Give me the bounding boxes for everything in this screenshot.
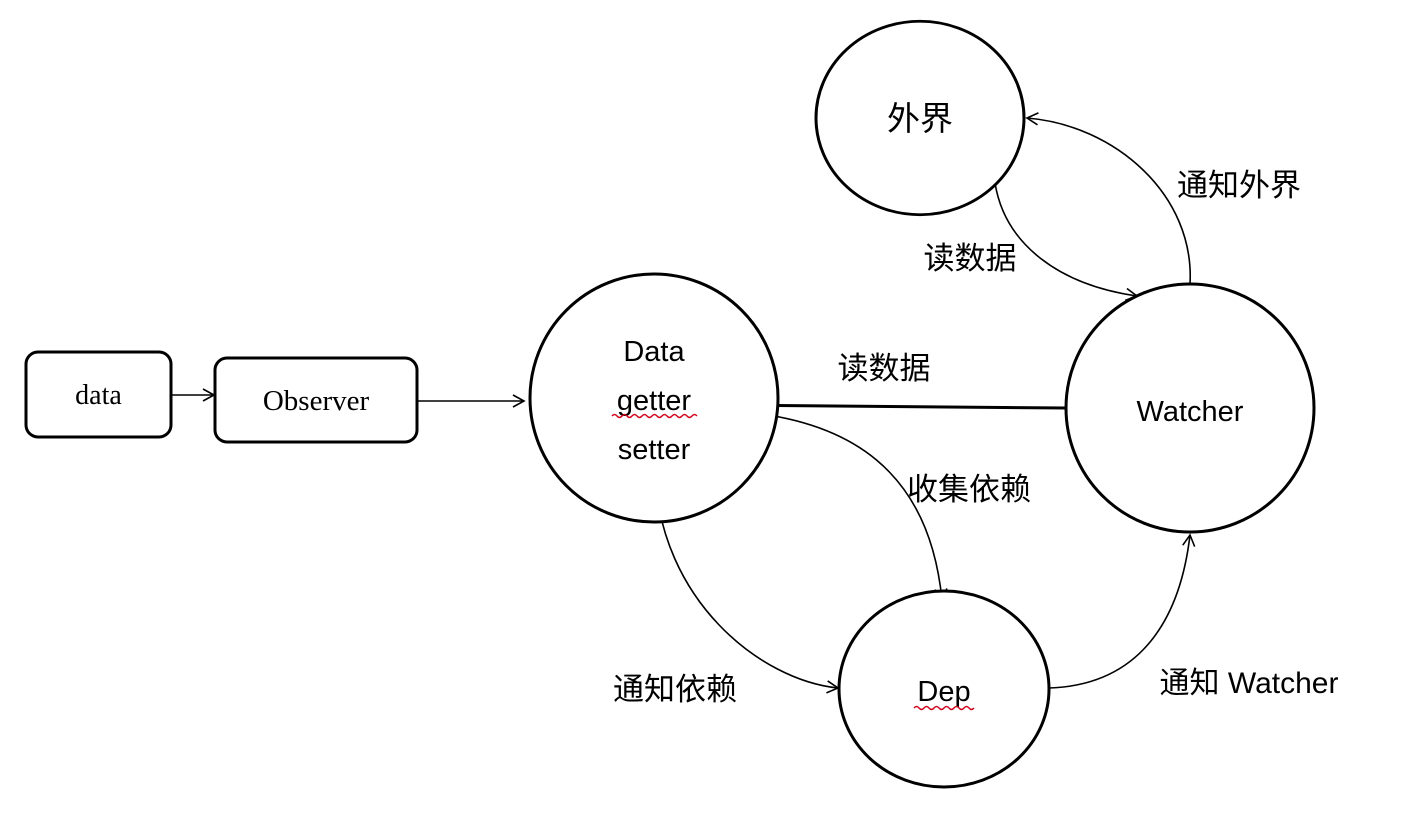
edge-outside-to-watcher [994, 182, 1139, 302]
observer-box: Observer [213, 356, 419, 444]
data-getter-setter-circle: Data getter setter [528, 272, 780, 524]
outside-circle-label: 外界 [887, 101, 953, 138]
dep-circle: Dep [837, 589, 1051, 789]
outside-circle: 外界 [814, 19, 1026, 217]
label-collect-dependencies: 收集依赖 [907, 472, 1031, 507]
data-circle-line-data: Data [623, 336, 685, 368]
edge-watcher-to-outside [1025, 112, 1191, 285]
label-notify-outside: 通知外界 [1177, 168, 1301, 203]
label-notify-dependencies: 通知依赖 [613, 672, 737, 707]
watcher-circle-label: Watcher [1137, 396, 1244, 428]
data-box: data [24, 350, 173, 439]
watcher-circle: Watcher [1064, 282, 1316, 534]
getter-spellcheck-underline [611, 413, 698, 419]
observer-box-label: Observer [263, 385, 370, 417]
label-notify-watcher: 通知 Watcher [1160, 667, 1339, 700]
label-outside-reads-data: 读数据 [924, 241, 1017, 276]
data-circle-line-getter: getter [617, 385, 691, 417]
label-watcher-reads-data: 读数据 [838, 351, 931, 386]
dep-circle-label: Dep [917, 676, 970, 708]
dep-spellcheck-underline [913, 705, 975, 711]
edge-notify-watcher [1048, 533, 1196, 689]
data-circle-line-setter: setter [618, 434, 691, 466]
data-box-label: data [75, 380, 122, 411]
